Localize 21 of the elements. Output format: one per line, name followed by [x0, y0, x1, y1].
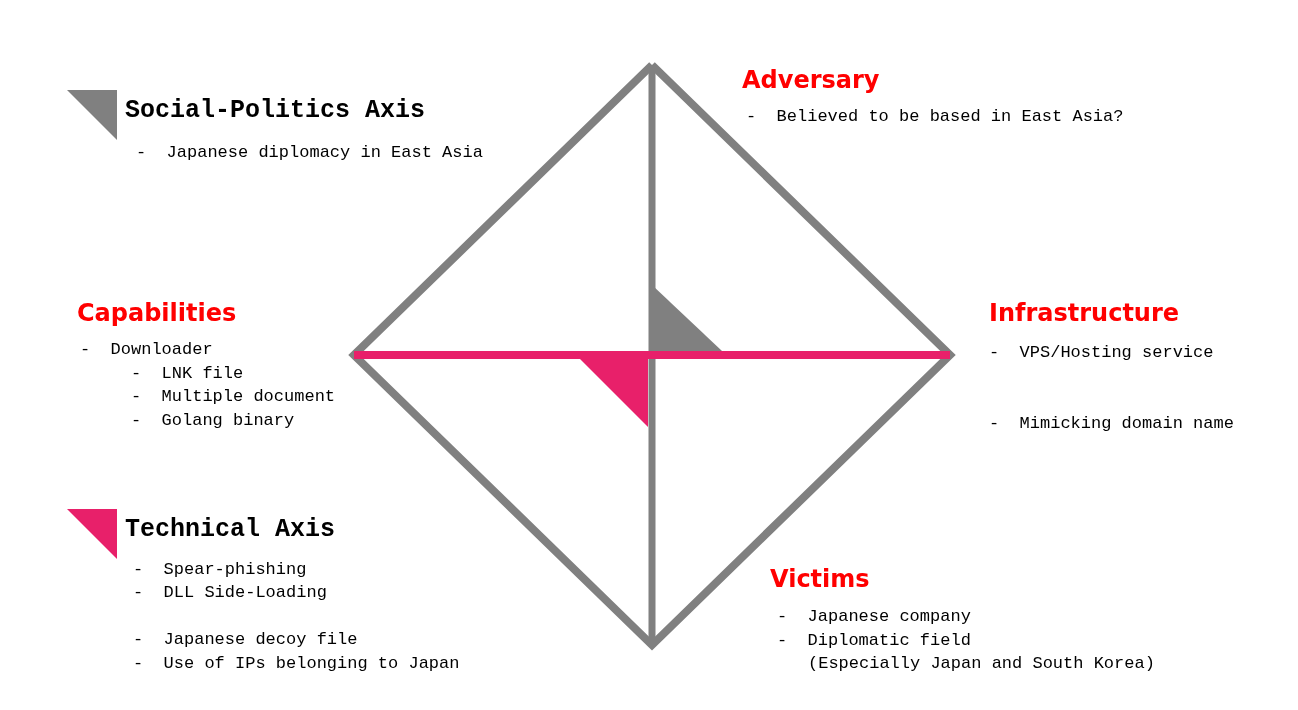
section-heading: Capabilities: [77, 299, 237, 328]
section-heading: Infrastructure: [989, 299, 1180, 328]
list-item: - Mimicking domain name: [989, 414, 1234, 435]
list-item: - Japanese decoy file: [133, 630, 358, 651]
list-item: - Downloader: [80, 340, 213, 361]
list-item: - Spear-phishing: [133, 560, 307, 581]
list-item: (Especially Japan and South Korea): [808, 654, 1155, 675]
section-heading: Victims: [770, 565, 870, 594]
list-item: - Golang binary: [131, 411, 295, 432]
legend-label: Social-Politics Axis: [125, 96, 426, 125]
list-item: - VPS/Hosting service: [989, 343, 1214, 364]
list-item: - Multiple document: [131, 387, 336, 408]
list-item: - Diplomatic field: [777, 631, 971, 652]
list-item: - Use of IPs belonging to Japan: [133, 654, 460, 675]
list-item: - LNK file: [131, 364, 244, 385]
list-item: - Japanese company: [777, 607, 971, 628]
list-item: - Japanese diplomacy in East Asia: [136, 143, 483, 164]
section-heading: Adversary: [742, 66, 880, 95]
list-item: - Believed to be based in East Asia?: [746, 107, 1124, 128]
legend-label: Technical Axis: [125, 515, 336, 544]
list-item: - DLL Side-Loading: [133, 583, 327, 604]
